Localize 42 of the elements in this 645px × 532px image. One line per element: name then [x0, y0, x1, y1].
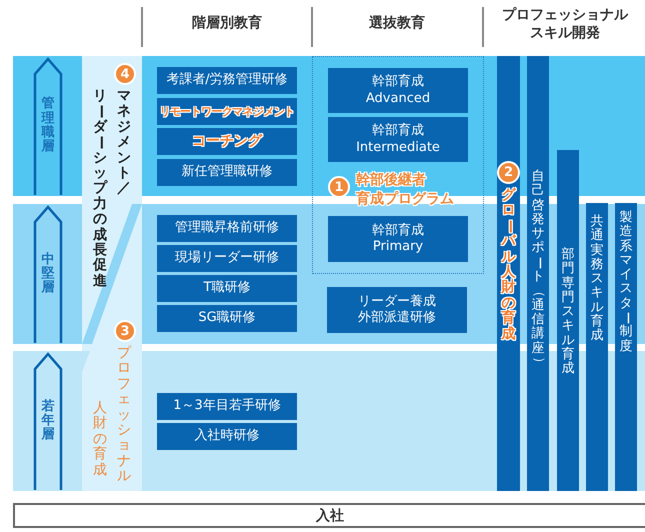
- callout-text: リーダーシップ力の成長促進: [93, 89, 107, 290]
- course-box: 入社時研修: [157, 423, 297, 450]
- course-box: 新任管理職研修: [157, 159, 297, 186]
- course-box: 現場リーダー研修: [157, 245, 297, 272]
- number-badge: 2: [497, 161, 520, 184]
- callout-text: マネジメント／: [117, 89, 131, 197]
- course-box: 幹部育成 Primary: [328, 216, 468, 262]
- bar-label: 製造系マイスター制度: [620, 211, 632, 356]
- bar-label: 自己啓発サポート（通信講座）: [532, 170, 544, 372]
- dotted-region: [312, 56, 484, 274]
- callout-text: プロフェッショナル: [117, 346, 131, 485]
- course-box: 幹部育成 Advanced: [328, 68, 468, 113]
- course-box: 管理職昇格前研修: [157, 215, 297, 242]
- bar-label: グローバル人財の育成: [502, 188, 516, 344]
- course-box: SG職研修: [157, 305, 297, 332]
- program-bar: [586, 203, 608, 491]
- callout-text: 幹部後継者: [356, 171, 426, 189]
- level-label: 若年層: [42, 400, 54, 442]
- column-header: プロフェッショナルスキル開発: [501, 6, 630, 42]
- level-tag: [33, 352, 63, 490]
- course-box: リモートワークマネジメント: [157, 98, 297, 125]
- program-bar: [527, 56, 549, 491]
- level-tag: [33, 205, 63, 343]
- course-box: コーチング: [157, 128, 297, 155]
- column-header: 階層別教育: [191, 14, 263, 32]
- program-bar: [615, 203, 637, 491]
- callout-text: 人財の育成: [93, 401, 107, 478]
- course-box: 考課者/労務管理研修: [157, 67, 297, 94]
- program-bar: [557, 150, 579, 491]
- callout-text: 育成プログラム: [356, 190, 454, 208]
- level-label: 管理職層: [42, 97, 54, 155]
- bar-label: 共通実務スキル育成: [590, 215, 604, 346]
- course-box: 1～3年目若手研修: [157, 393, 297, 420]
- course-box: 幹部育成 Intermediate: [328, 117, 468, 162]
- level-label: 中堅層: [42, 252, 54, 296]
- program-bar: [497, 56, 520, 491]
- column-header: 選抜教育: [368, 14, 426, 32]
- level-tag: [33, 57, 63, 195]
- bar-label: 部門専門スキル育成: [562, 248, 574, 378]
- course-box: T職研修: [157, 275, 297, 302]
- entry-bar: 入社: [13, 503, 645, 528]
- course-box: リーダー養成 外部派遣研修: [327, 287, 467, 333]
